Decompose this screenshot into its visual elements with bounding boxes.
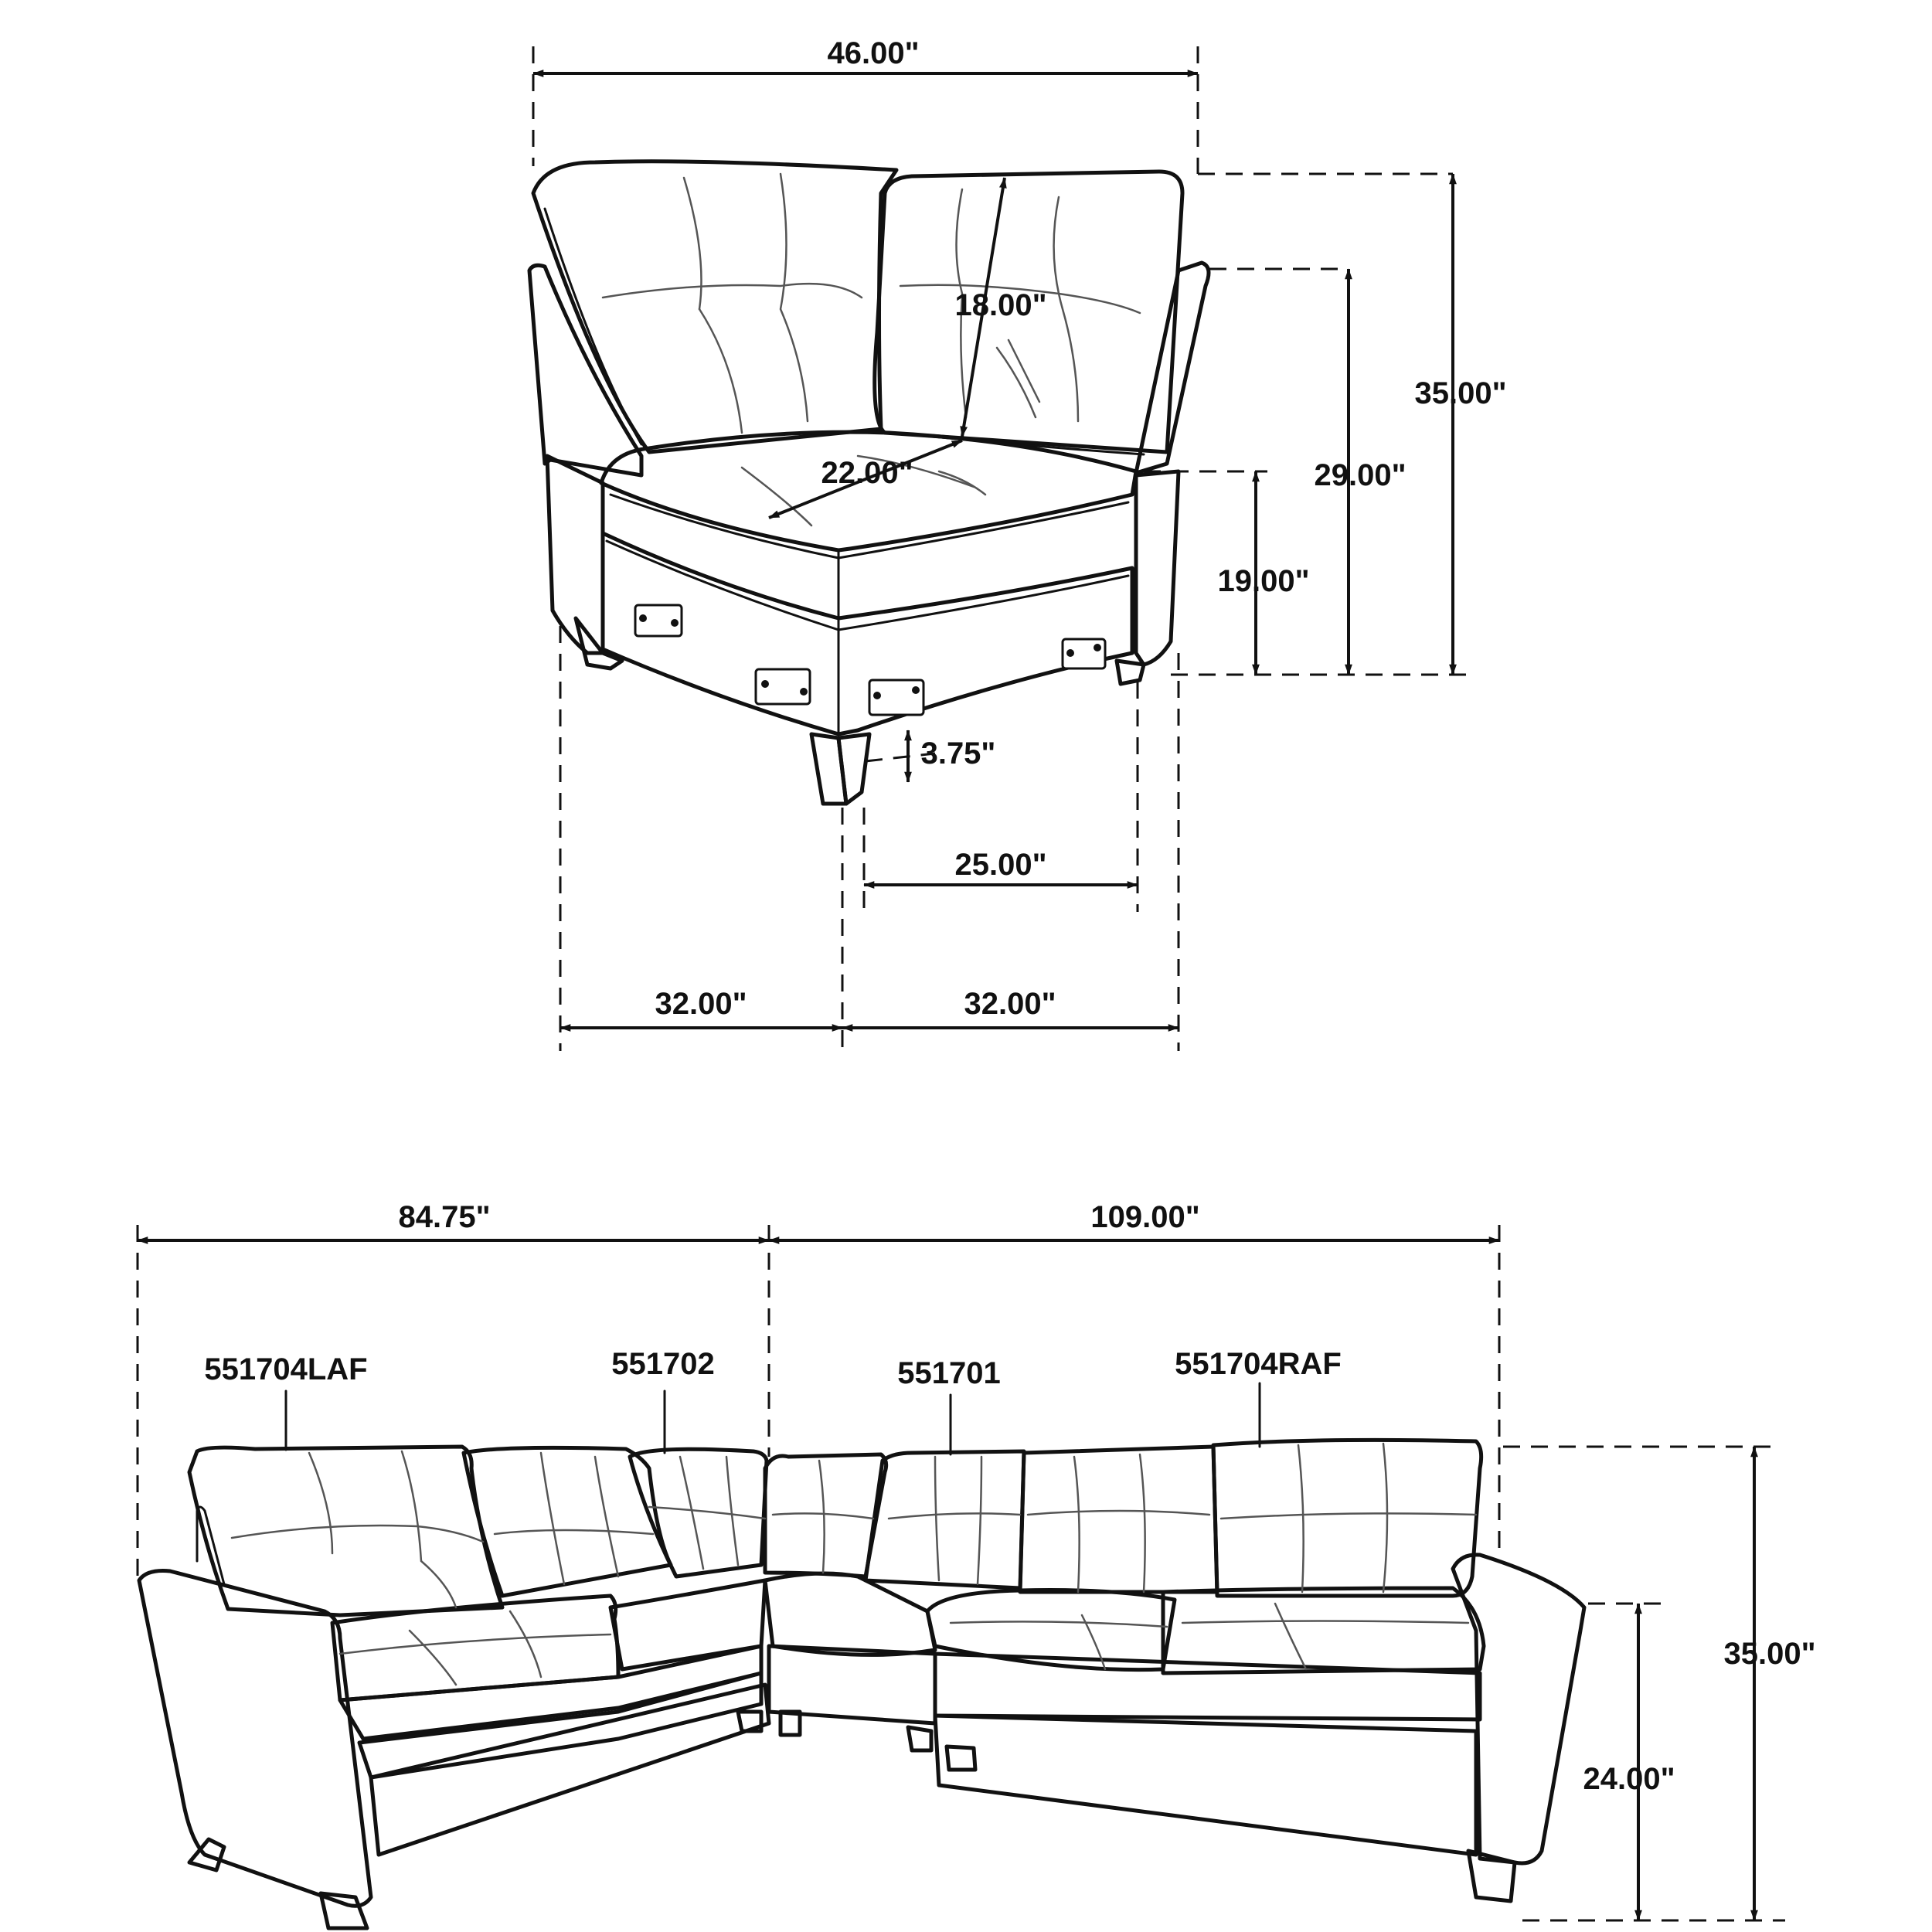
module-code-corner: 551701 xyxy=(897,1356,1000,1390)
seat-height-label: 19.00" xyxy=(1217,564,1309,598)
connector-bracket-icon xyxy=(634,604,1107,716)
sectional-dimension-lines xyxy=(136,1225,1785,1922)
module-code-raf: 551704RAF xyxy=(1175,1347,1342,1381)
right-run-label: 109.00" xyxy=(1090,1200,1199,1234)
seat-depth-label: 22.00" xyxy=(821,456,913,490)
sectional-arm-height-label: 24.00" xyxy=(1583,1762,1675,1796)
arm-height-label: 29.00" xyxy=(1314,458,1406,492)
corner-chair-drawing xyxy=(527,159,1211,806)
left-run-label: 84.75" xyxy=(398,1200,490,1234)
leg-height-label: 3.75" xyxy=(921,736,996,770)
sectional-height-label: 35.00" xyxy=(1723,1637,1815,1671)
corner-dimension-lines xyxy=(532,46,1476,1051)
back-height-label: 18.00" xyxy=(954,288,1046,322)
right-side-width-label: 32.00" xyxy=(964,987,1056,1021)
sectional-sofa-drawing xyxy=(137,1437,1587,1930)
overall-height-label: 35.00" xyxy=(1414,376,1506,410)
module-code-armless-chair: 551702 xyxy=(611,1347,714,1381)
inner-width-label: 25.00" xyxy=(954,848,1046,882)
module-code-laf: 551704LAF xyxy=(204,1352,367,1386)
overall-width-label: 46.00" xyxy=(827,36,919,70)
left-side-width-label: 32.00" xyxy=(655,987,747,1021)
sectional-tufting xyxy=(230,1442,1478,1686)
